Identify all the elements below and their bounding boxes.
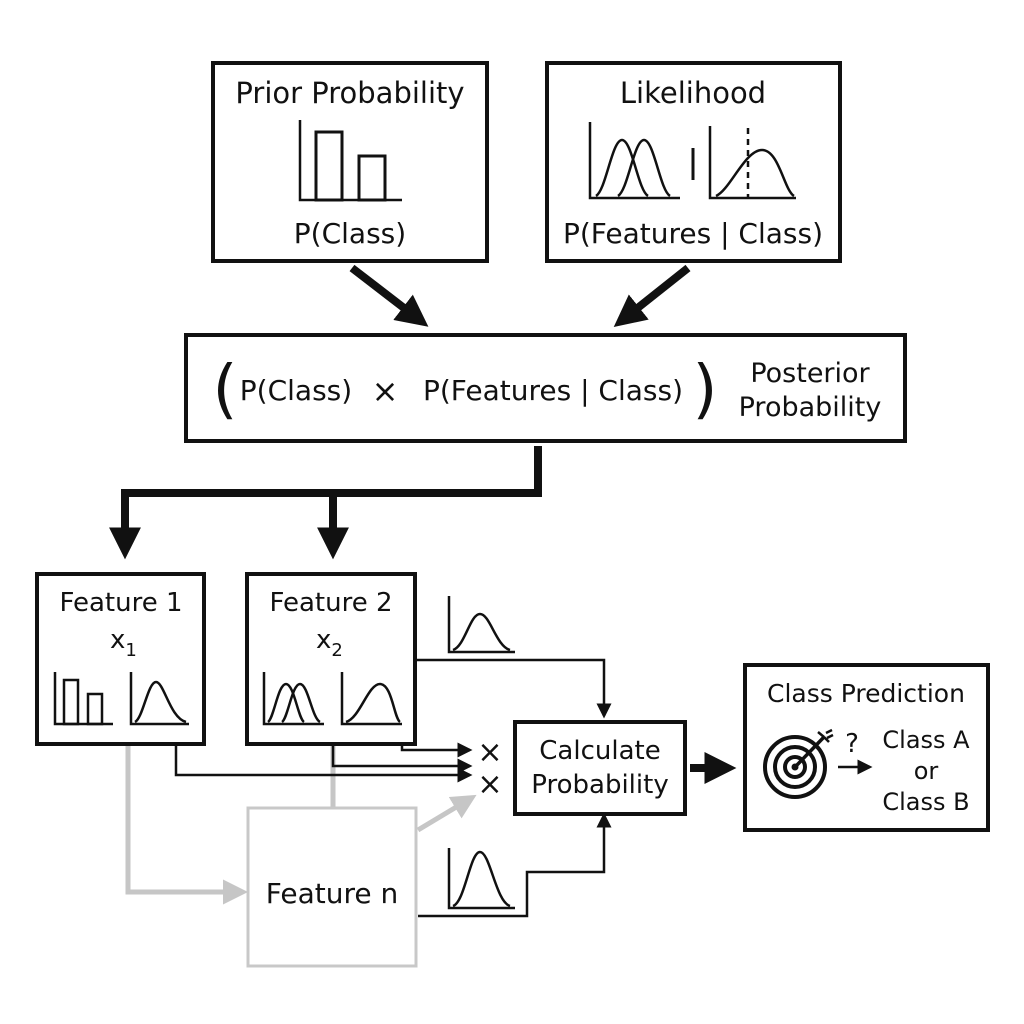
feature-n-to-calculate-arrow [418, 812, 612, 918]
overlapping-bell-curves-icon [262, 672, 324, 726]
question-mark: ? [845, 729, 859, 759]
bar-chart-icon [53, 672, 113, 726]
feature-1-to-feature-n-arrow [125, 745, 248, 905]
calculate-line2: Probability [531, 770, 668, 800]
likelihood-to-posterior-arrow [613, 264, 691, 327]
prediction-class-a: Class A [882, 726, 970, 754]
prediction-title: Class Prediction [767, 679, 965, 708]
bell-curve-icon [340, 672, 402, 726]
overlapping-bell-curves-icon [588, 122, 680, 200]
multiply-sign: × [372, 372, 399, 410]
close-paren: ) [693, 353, 718, 427]
feature-n-title: Feature n [266, 877, 398, 910]
prior-to-posterior-arrow [349, 264, 429, 327]
posterior-label-line2: Probability [739, 392, 882, 423]
bar-chart-icon [298, 120, 402, 202]
multiply-mark-2: × [477, 767, 502, 802]
calculate-line1: Calculate [539, 736, 660, 766]
prior-formula: P(Class) [294, 217, 406, 250]
prior-title: Prior Probability [235, 76, 464, 110]
bell-curve-threshold-icon [708, 126, 796, 200]
posterior-label-line1: Posterior [750, 358, 870, 389]
posterior-probability-box: ( P(Class) × P(Features | Class) ) Poste… [184, 333, 907, 443]
target-icon [763, 728, 834, 799]
feature-n-box: Feature n [246, 806, 418, 968]
prediction-or: or [914, 757, 939, 785]
open-paren: ( [213, 353, 238, 427]
feature-2-var: x2 [316, 625, 343, 661]
feature-2-to-calculate-arrow [415, 658, 612, 719]
feature-1-multiply-arrow [174, 744, 473, 783]
prior-probability-box: Prior Probability P(Class) [211, 61, 489, 263]
feature-1-title: Feature 1 [59, 588, 182, 618]
likelihood-box: Likelihood P(Features | Class) [545, 61, 842, 263]
feature-1-var: x1 [110, 625, 137, 661]
posterior-term-likelihood: P(Features | Class) [423, 374, 683, 407]
distribution-connectors: × × [174, 596, 612, 918]
likelihood-title: Likelihood [620, 76, 766, 110]
bell-curve-icon [447, 848, 515, 910]
feature-n-to-multiply-arrow [416, 794, 477, 833]
multiply-mark-1: × [477, 735, 502, 770]
class-prediction-box: Class Prediction ? Class A or Class B [743, 663, 990, 832]
posterior-term-class: P(Class) [240, 374, 352, 407]
calculate-probability-box: Calculate Probability [513, 720, 687, 816]
feature-2-title: Feature 2 [269, 588, 392, 618]
bell-curve-icon [447, 596, 515, 654]
bell-curve-icon [129, 672, 189, 726]
likelihood-formula: P(Features | Class) [563, 217, 823, 250]
prediction-class-b: Class B [882, 788, 969, 816]
feature-1-box: Feature 1 x1 [35, 572, 206, 746]
feature-2-multiply-arrow-2 [331, 744, 473, 774]
feature-2-box: Feature 2 x2 [245, 572, 417, 746]
feature-2-multiply-arrow-1 [400, 742, 473, 758]
